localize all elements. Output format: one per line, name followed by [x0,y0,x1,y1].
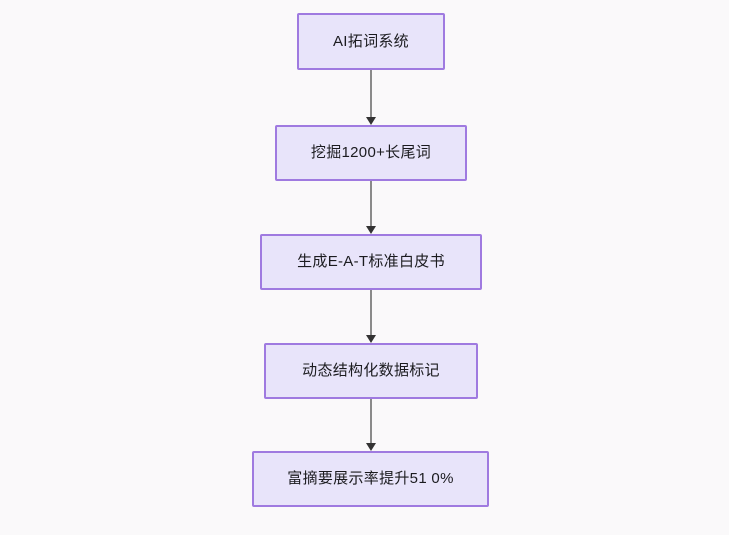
flow-edge-1 [359,70,383,125]
edge-line [370,70,372,118]
flow-edge-3 [359,290,383,343]
flow-node-rich-snippet-impression-lift[interactable]: 富摘要展示率提升51 0% [252,451,489,507]
edge-line [370,399,372,444]
flow-node-mine-longtail-keywords[interactable]: 挖掘1200+长尾词 [275,125,467,181]
arrow-down-icon [366,226,376,234]
flow-node-label: AI拓词系统 [333,32,409,50]
flow-edge-2 [359,181,383,234]
arrow-down-icon [366,335,376,343]
edge-line [370,181,372,227]
flow-node-label: 生成E-A-T标准白皮书 [297,253,445,270]
arrow-down-icon [366,117,376,125]
edge-line [370,290,372,336]
flow-node-ai-keyword-system[interactable]: AI拓词系统 [297,13,445,70]
flow-node-generate-eat-whitepaper[interactable]: 生成E-A-T标准白皮书 [260,234,482,290]
flow-edge-4 [359,399,383,451]
flow-node-dynamic-structured-data-markup[interactable]: 动态结构化数据标记 [264,343,478,399]
flow-node-label: 动态结构化数据标记 [302,362,440,379]
flow-node-label: 挖掘1200+长尾词 [310,144,432,161]
arrow-down-icon [366,443,376,451]
flow-node-label: 富摘要展示率提升51 0% [287,470,454,487]
